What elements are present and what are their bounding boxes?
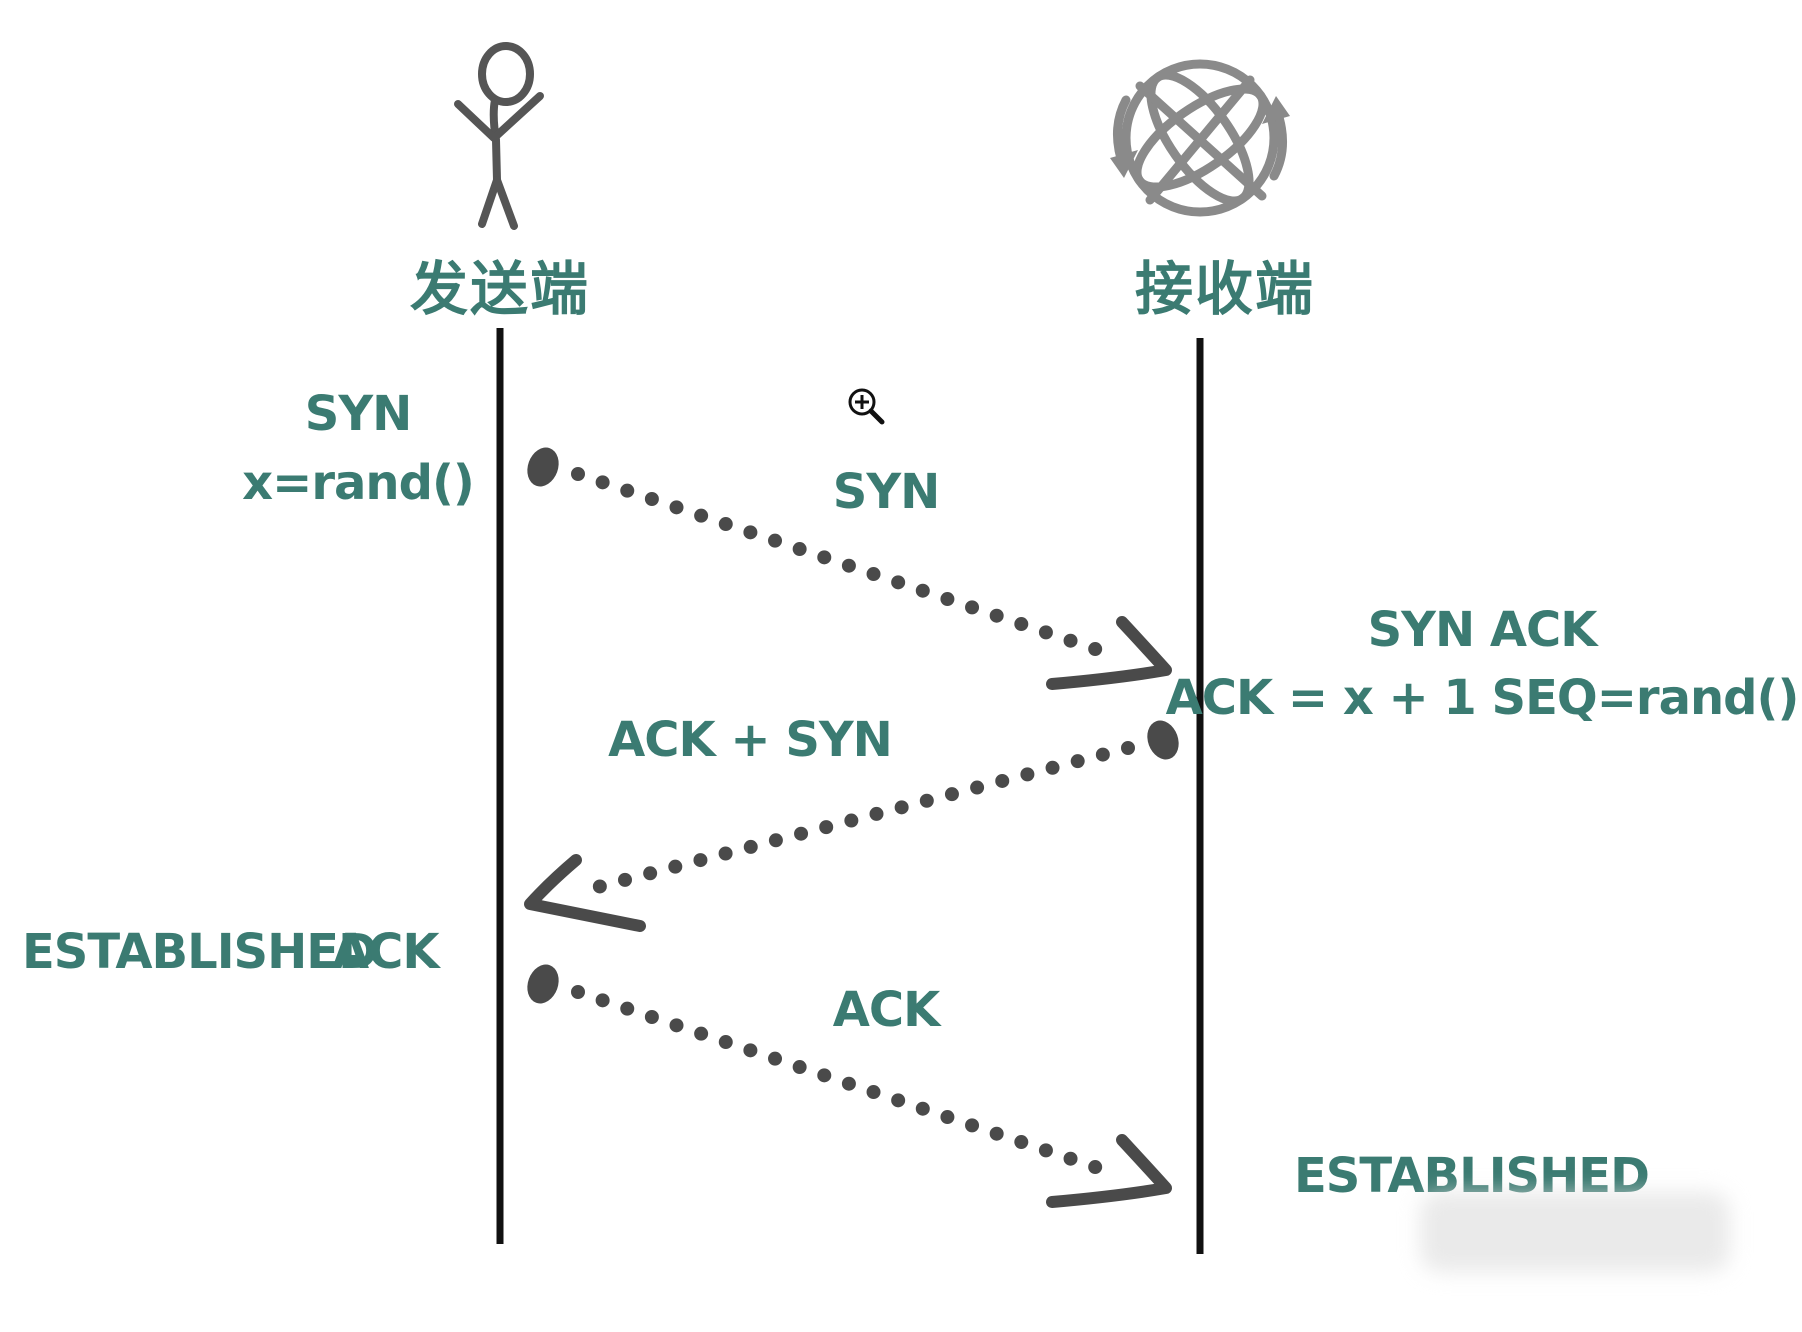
stick-figure-icon [454, 42, 544, 230]
syn-arrow [527, 447, 1172, 690]
arrow3-label: ACK [832, 982, 941, 1038]
blurred-watermark [1420, 1192, 1730, 1272]
receiver-ack-seq-label: ACK = x + 1 SEQ=rand() [1165, 670, 1800, 726]
arrow1-label: SYN [832, 464, 940, 520]
sync-arrow-left [1110, 150, 1138, 178]
sender-x-label: x=rand() [242, 455, 475, 511]
sender-established-label: ESTABLISHED [22, 924, 378, 980]
receiver-title: 接收端 [1134, 255, 1316, 323]
receiver-synack-label: SYN ACK [1367, 602, 1598, 658]
ack-syn-arrow [524, 720, 1179, 932]
sync-arrow-right [1262, 96, 1290, 124]
sender-title: 发送端 [409, 255, 591, 323]
globe-sync-icon [1112, 59, 1288, 217]
sender-ack-label: ACK [332, 924, 440, 980]
sender-syn-label: SYN [304, 386, 412, 442]
arrow2-label: ACK + SYN [608, 712, 893, 768]
ack-arrow [527, 964, 1172, 1208]
zoom-in-icon[interactable] [846, 386, 886, 426]
